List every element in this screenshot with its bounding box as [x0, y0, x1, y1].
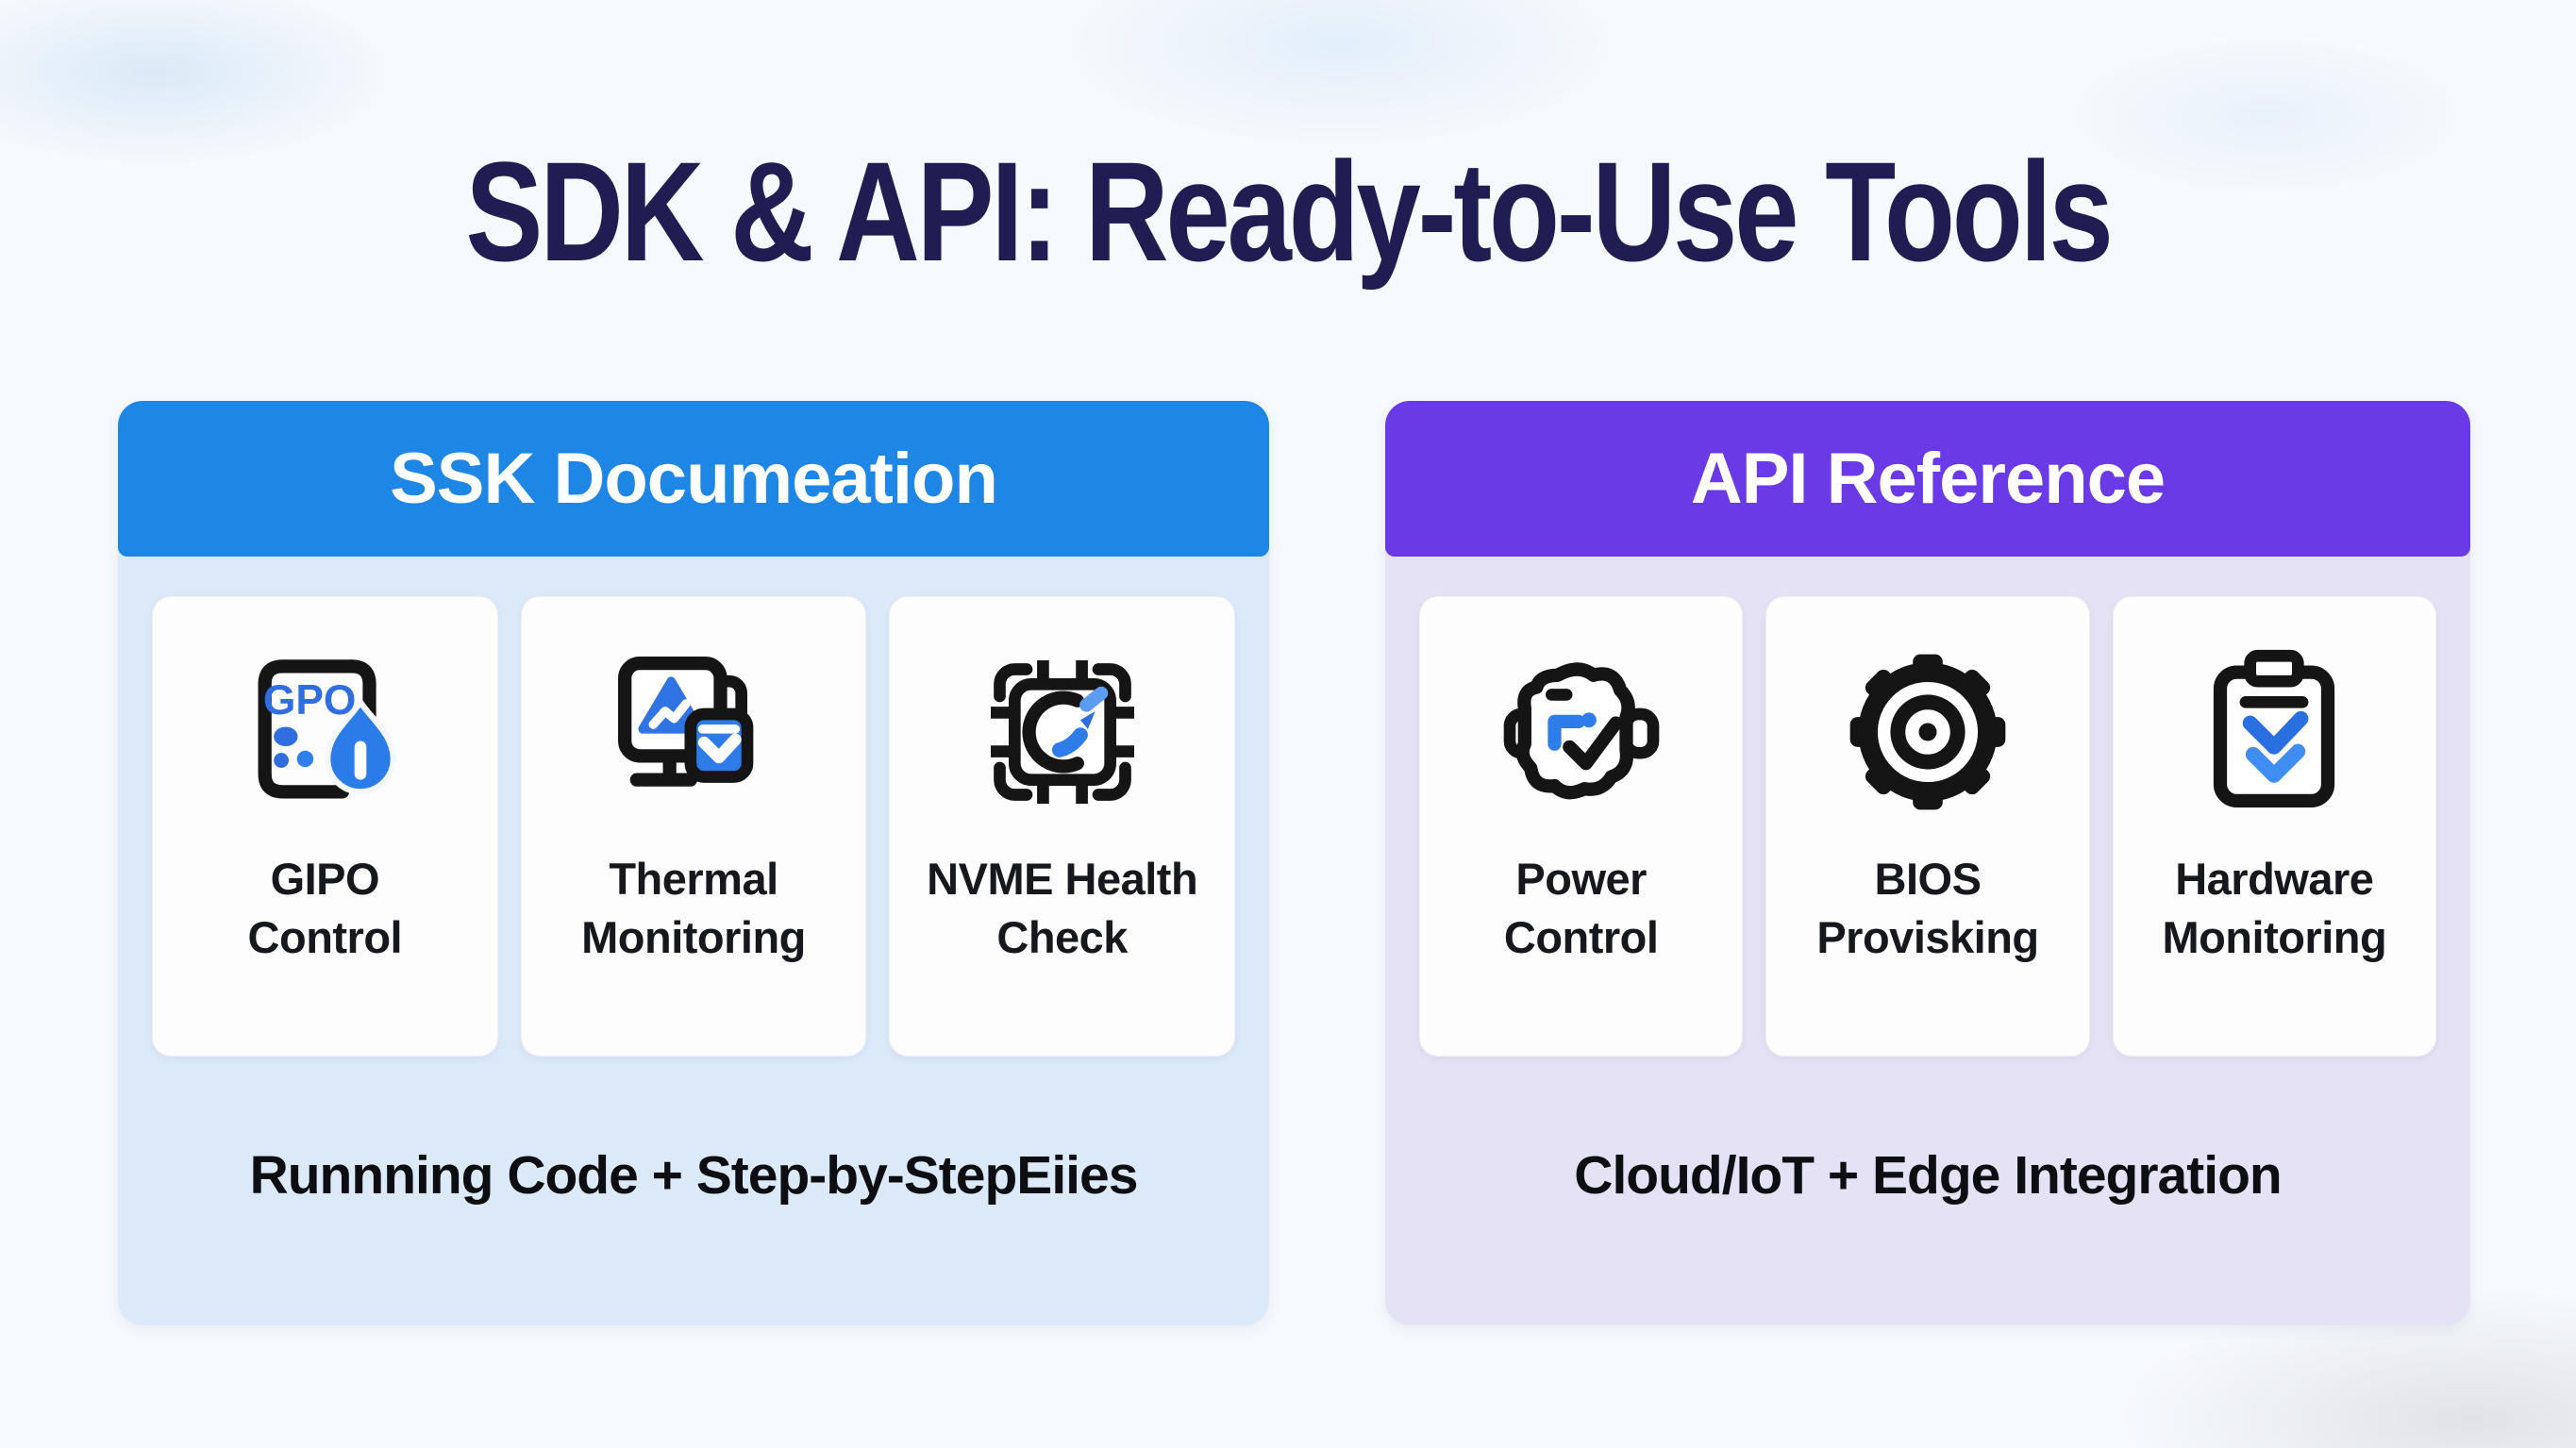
card-nvme-health-check: NVME Health Check: [889, 596, 1236, 1057]
api-panel-header: API Reference: [1385, 401, 2470, 557]
sdk-panel-caption: Runnning Code + Step-by-StepEiies: [249, 1144, 1139, 1206]
sdk-panel-header: SSK Documeation: [118, 401, 1269, 557]
card-label-nvme-health-check: NVME Health Check: [927, 854, 1198, 963]
page-title: SDK & API: Ready-to-Use Tools: [465, 132, 2113, 291]
gpio-chip-icon: GPO: [235, 642, 414, 822]
card-bios-provisking: BIOS Provisking: [1765, 596, 2090, 1057]
card-label-thermal-monitoring: Thermal Monitoring: [581, 854, 806, 963]
power-chip-icon: [1492, 642, 1671, 822]
card-label-power-control: Power Control: [1503, 854, 1659, 963]
card-hardware-monitoring: Hardware Monitoring: [2112, 596, 2436, 1057]
sdk-panel-title: SSK Documeation: [390, 439, 998, 519]
sdk-panel-body: GPO GIPO Control: [118, 557, 1269, 1325]
gear-icon: [1838, 642, 2017, 822]
api-panel-body: Power Control: [1385, 557, 2470, 1325]
card-gipo-control: GPO GIPO Control: [152, 596, 498, 1057]
api-panel-caption: Cloud/IoT + Edge Integration: [1574, 1144, 2282, 1206]
api-reference-panel: API Reference: [1385, 401, 2470, 1325]
card-label-bios-provisking: BIOS Provisking: [1816, 854, 2039, 963]
sdk-documentation-panel: SSK Documeation GPO: [118, 401, 1269, 1325]
sdk-cards-row: GPO GIPO Control: [152, 596, 1236, 1057]
api-panel-title: API Reference: [1690, 439, 2166, 519]
nvme-chip-icon: [973, 642, 1152, 822]
card-thermal-monitoring: Thermal Monitoring: [520, 596, 867, 1057]
card-power-control: Power Control: [1419, 596, 1744, 1057]
svg-text:GPO: GPO: [263, 677, 357, 724]
panels-row: SSK Documeation GPO: [118, 401, 2470, 1325]
api-cards-row: Power Control: [1419, 596, 2436, 1057]
clipboard-check-icon: [2184, 642, 2364, 822]
card-label-hardware-monitoring: Hardware Monitoring: [2162, 854, 2387, 963]
thermal-monitor-icon: [604, 642, 783, 822]
card-label-gipo-control: GIPO Control: [247, 854, 403, 963]
